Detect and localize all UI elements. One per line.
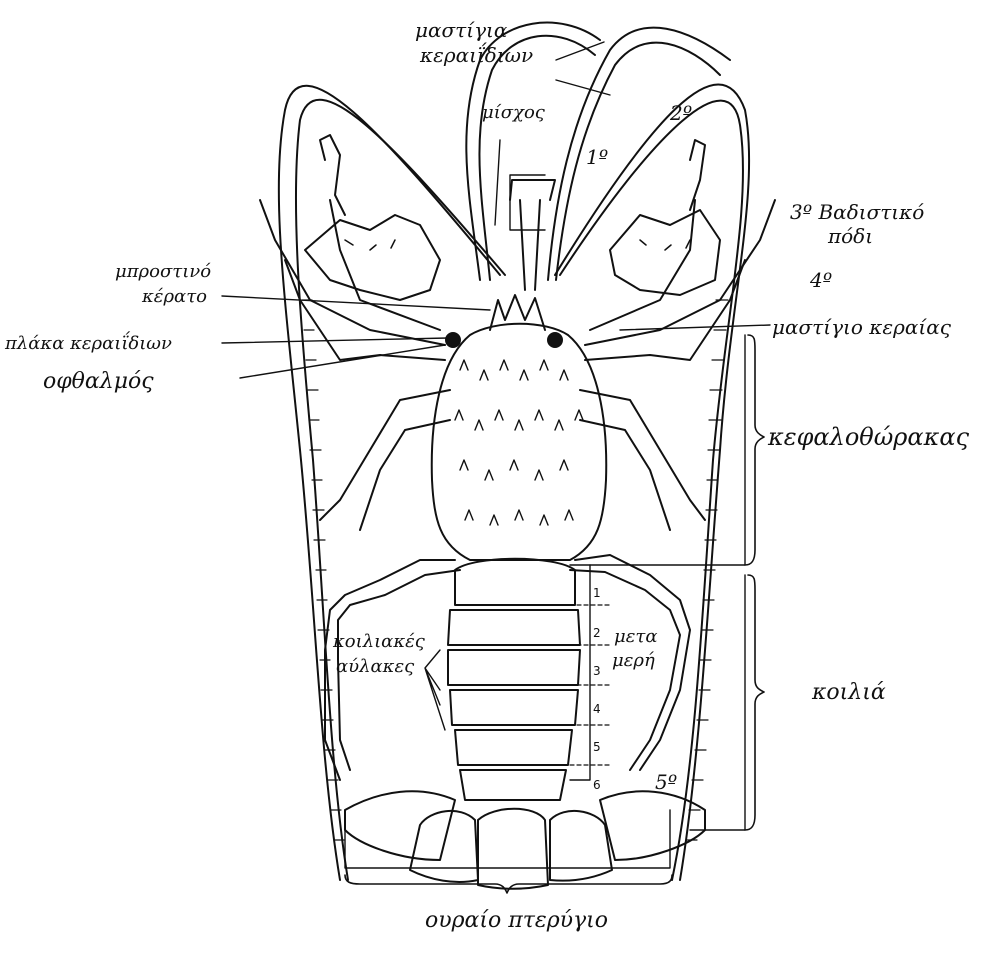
segment-number: 3 (593, 664, 601, 678)
label-leg-4: 4º (810, 270, 832, 290)
segment-number: 6 (593, 778, 601, 792)
label-tail-fan: ουραίο πτερύγιο (425, 910, 608, 932)
label-abdomen: κοιλιά (812, 682, 886, 704)
carapace-spines (455, 360, 583, 525)
label-front-horn-2: κέρατο (142, 288, 207, 306)
segment-number: 2 (593, 626, 601, 640)
label-ventral-grooves: κοιλιακές (333, 633, 425, 651)
label-stalk: μίσχος (482, 104, 545, 122)
label-leg-3: 3º Βαδιστικό (790, 202, 924, 222)
abdomen-segments (448, 559, 580, 800)
label-leg-1: 1º (586, 147, 608, 167)
tail-fan-drawing (345, 791, 705, 888)
label-antennule-plate: πλάκα κεραιΐδιων (5, 335, 172, 353)
segment-number: 4 (593, 702, 601, 716)
label-antennule-whips-2: κεραιΐδιων (420, 45, 533, 65)
label-front-horn: μπροστινό (115, 263, 211, 281)
label-ventral-grooves-2: αύλακες (336, 658, 414, 676)
label-cephalothorax: κεφαλοθώρακας (768, 425, 969, 449)
label-metameres: μετα (614, 628, 657, 646)
label-metameres-2: μερή (612, 652, 655, 670)
label-antenna-flagellum: μαστίγιο κεραίας (772, 317, 951, 337)
carapace (432, 324, 606, 560)
segment-number: 1 (593, 586, 601, 600)
segment-number: 5 (593, 740, 601, 754)
label-leg-5: 5º (655, 772, 677, 792)
label-eye: οφθαλμός (43, 371, 154, 393)
label-leg-2: 2º (670, 103, 692, 123)
label-antennule-whips: μαστίγια (415, 20, 507, 40)
head-plates (305, 210, 720, 300)
brackets (345, 335, 764, 893)
label-leg-3-line2: πόδι (828, 226, 873, 246)
antenna-right (555, 84, 749, 880)
leader-lines (222, 42, 770, 868)
